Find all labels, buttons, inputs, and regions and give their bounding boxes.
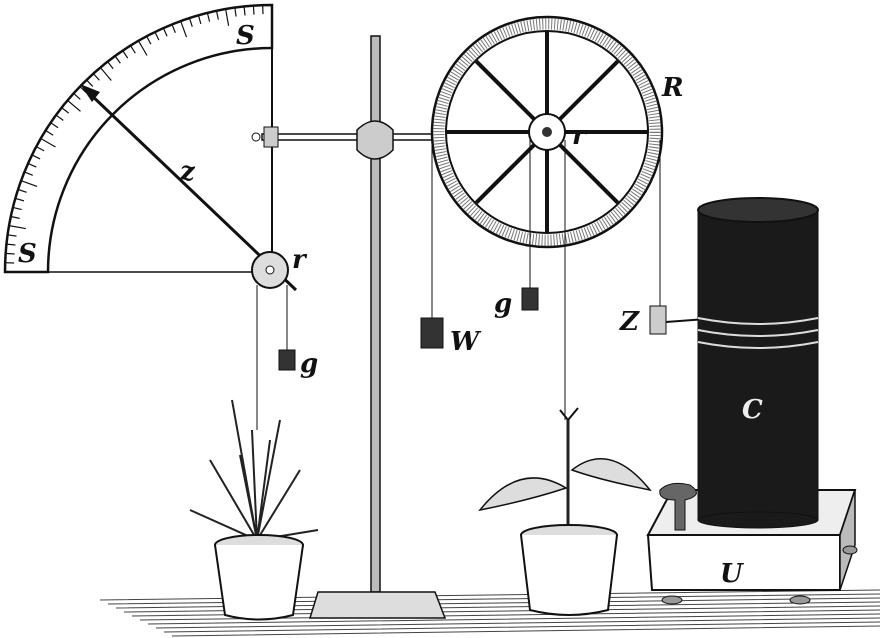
ground-hatching <box>99 589 880 637</box>
scale-tick <box>252 5 255 15</box>
pot-left <box>214 534 304 621</box>
marker-z <box>649 305 667 335</box>
wheel-spoke <box>474 59 536 121</box>
label-base: U <box>720 559 744 589</box>
scale-tick <box>107 61 114 70</box>
scale-tick <box>6 243 16 246</box>
plant-left <box>189 399 319 541</box>
weight-w <box>420 317 444 349</box>
scale-tick <box>234 7 237 17</box>
scale-tick <box>67 99 81 112</box>
weight-g-left <box>278 349 296 371</box>
scale-tick <box>197 15 202 25</box>
scale-tick <box>35 146 45 152</box>
scale-tick <box>7 234 17 237</box>
scale-tick <box>50 122 59 129</box>
plant-right <box>478 407 652 535</box>
weight-g-center <box>521 287 539 311</box>
scale-tick <box>45 130 54 136</box>
scale-tick <box>73 92 81 100</box>
wheel <box>430 15 664 249</box>
label-pointer: z <box>179 157 196 187</box>
scale-tick <box>206 12 211 22</box>
scale-tick <box>92 73 100 81</box>
scale-tick <box>17 188 27 193</box>
pot-right <box>520 524 618 616</box>
scale-tick <box>122 50 129 59</box>
scale-tick <box>188 17 193 27</box>
label-cylinder: C <box>742 395 763 425</box>
scale-tick <box>162 27 168 37</box>
label-weight-w: W <box>450 327 482 357</box>
scale-tick <box>154 31 160 41</box>
scale-tick <box>215 10 219 20</box>
scale-tick <box>137 40 148 56</box>
scale-tick <box>130 45 136 54</box>
label-marker: Z <box>619 307 640 337</box>
scale-tick <box>31 154 41 160</box>
label-wheel: R <box>661 73 684 103</box>
label-scale-left: S <box>18 239 37 269</box>
scale-tick <box>225 8 230 26</box>
scale-tick <box>99 67 112 81</box>
cylinder-c <box>697 197 819 529</box>
label-weight-g-center: g <box>494 289 512 319</box>
scale-tick <box>5 252 15 255</box>
scale-tick <box>61 107 70 114</box>
scale-tick <box>24 171 34 176</box>
scale-tick <box>20 180 38 188</box>
label-weight-g-left: g <box>300 349 318 379</box>
quadrant-scale <box>3 3 274 274</box>
scale-tick <box>15 197 25 202</box>
scale-tick <box>180 20 188 38</box>
scale-tick <box>27 162 37 168</box>
label-scale-top: S <box>236 21 255 51</box>
scale-tick <box>86 79 94 87</box>
label-wheel-axle: r <box>572 121 588 151</box>
scale-tick <box>146 35 152 45</box>
scale-tick <box>8 225 26 230</box>
scale-tick <box>171 24 176 34</box>
scale-tick <box>243 6 246 16</box>
scale-tick <box>55 114 64 121</box>
label-small-pulley: r <box>292 245 308 275</box>
stand <box>308 35 447 619</box>
scale-tick <box>10 215 20 219</box>
scale-tick <box>114 55 121 64</box>
scale-tick <box>40 137 56 148</box>
wheel-spoke <box>558 143 620 205</box>
scale-tick <box>12 206 22 211</box>
wheel-spoke <box>474 143 536 205</box>
wheel-spoke <box>558 59 620 121</box>
small-pulley <box>251 251 289 289</box>
